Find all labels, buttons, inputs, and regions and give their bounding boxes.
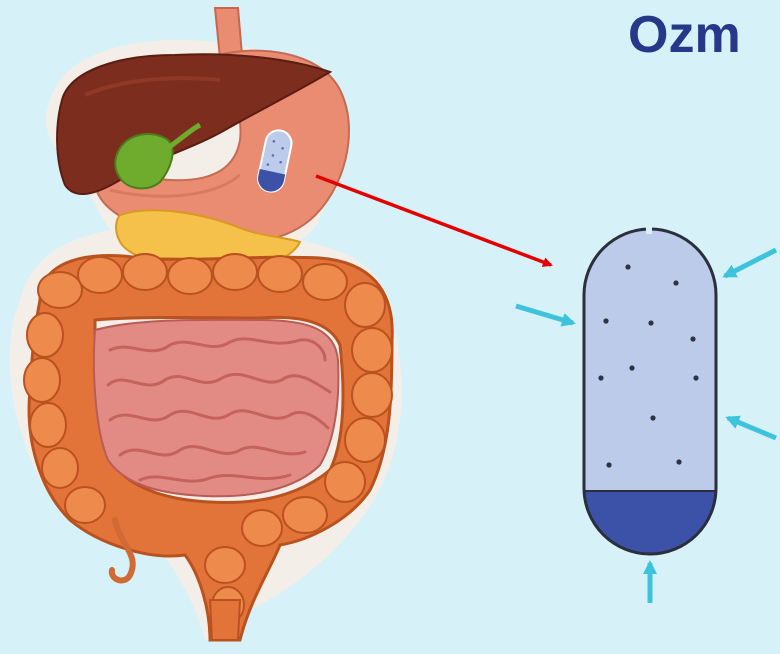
water-inflow-arrow-icon [725,250,776,276]
water-inflow-arrow-icon [728,418,776,438]
capsule-push-layer [584,491,716,561]
esophagus [215,8,242,58]
water-inflow-arrow-icon [516,306,573,323]
capsule-orifice [646,226,652,234]
digestive-system-illustration [10,8,402,640]
pointer-arrow [316,176,551,265]
osmotic-capsule-icon [584,226,716,561]
